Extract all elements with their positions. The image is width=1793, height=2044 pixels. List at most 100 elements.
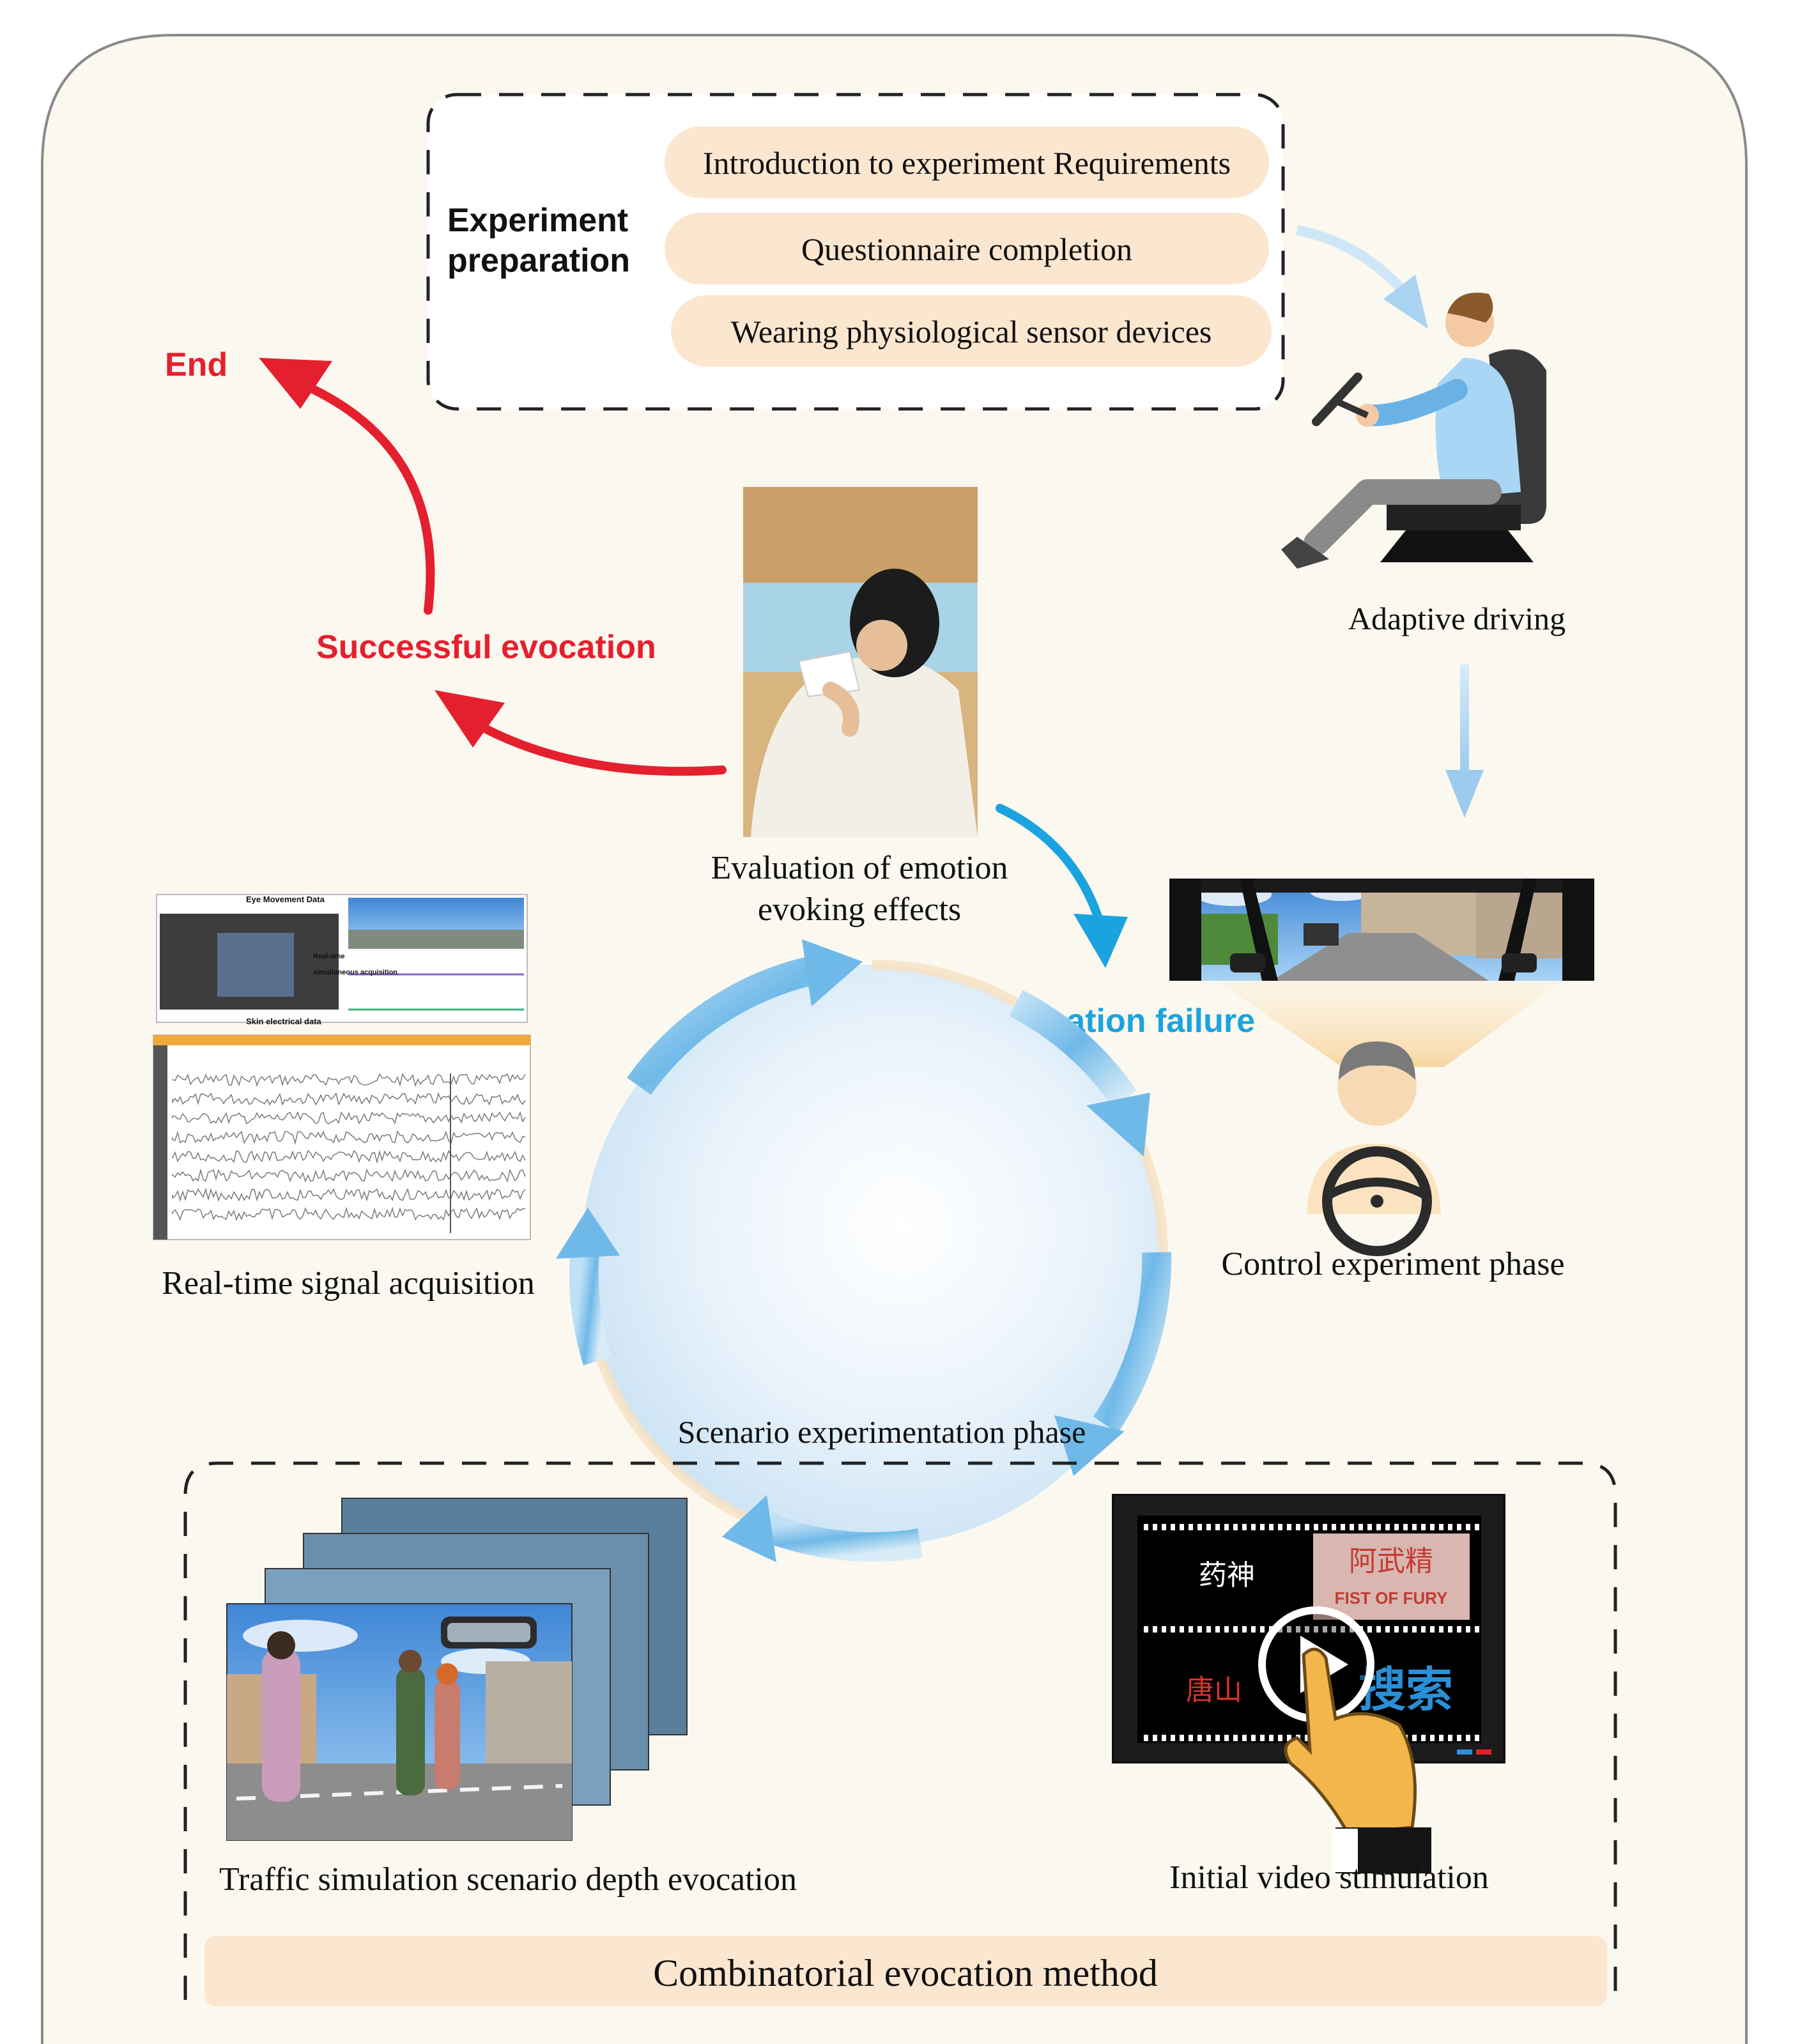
film-hole [1224, 1626, 1229, 1633]
eye-movement-tag: Eye Movement Data [246, 895, 325, 904]
film-hole [1350, 1524, 1354, 1530]
cycle-segment-right [1093, 1252, 1172, 1434]
film-hole [1162, 1735, 1166, 1741]
film-hole [1367, 1626, 1372, 1633]
eeg-trace [172, 1168, 526, 1183]
film-hole [1475, 1524, 1479, 1530]
film-hole [1412, 1524, 1417, 1530]
arrow-to-end [296, 379, 435, 615]
film-hole [1224, 1524, 1229, 1530]
film-hole [1233, 1735, 1238, 1741]
film-hole [1278, 1524, 1282, 1530]
film-hole [1350, 1626, 1354, 1633]
film-hole [1171, 1524, 1175, 1530]
film-hole [1171, 1735, 1175, 1741]
traffic-label: Traffic simulation scenario depth evocat… [219, 1861, 797, 1898]
film-hole [1439, 1735, 1443, 1741]
film-hole [1314, 1524, 1318, 1530]
film-hole [1296, 1626, 1300, 1633]
cycle-segment-left [569, 1251, 612, 1365]
method-box [183, 1461, 1617, 2000]
film-hole [1242, 1524, 1247, 1530]
film-hole [1233, 1524, 1238, 1530]
film-hole [1269, 1524, 1274, 1530]
step-2: Questionnaire completion [801, 231, 1132, 267]
film-hole [1305, 1524, 1309, 1530]
film-hole [1224, 1735, 1229, 1741]
arrow-to-success-head [435, 690, 505, 748]
video-label: Initial video stimulation [1169, 1859, 1489, 1896]
arrow-driving-to-control [1460, 665, 1469, 773]
film-hole [1197, 1524, 1202, 1530]
film-hole [1358, 1524, 1363, 1530]
film-hole [1367, 1524, 1372, 1530]
video-title-1: 阿武精 [1349, 1546, 1433, 1577]
film-hole [1144, 1524, 1148, 1530]
driver-seated-icon [1281, 293, 1546, 569]
film-hole [1385, 1524, 1390, 1530]
method-pill [204, 1936, 1607, 2006]
film-hole [1206, 1735, 1211, 1741]
film-hole [1305, 1626, 1309, 1633]
film-hole [1144, 1626, 1148, 1633]
film-hole [1287, 1524, 1291, 1530]
film-hole [1215, 1626, 1220, 1633]
film-hole [1162, 1626, 1166, 1633]
film-hole [1323, 1626, 1327, 1633]
eeg-trace [172, 1149, 526, 1164]
evaluation-label-line2: evoking effects [758, 891, 961, 928]
film-hole [1430, 1735, 1435, 1741]
arrow-failure-head [1073, 914, 1128, 968]
film-hole [1215, 1524, 1220, 1530]
film-hole [1251, 1626, 1256, 1633]
film-hole [1260, 1524, 1265, 1530]
video-title-2: 唐山 [1186, 1675, 1242, 1706]
cycle-head-left [556, 1208, 620, 1259]
pointing-hand-icon [1284, 1647, 1431, 1873]
simultaneous-tag: simultaneous acquisition [313, 969, 397, 976]
film-hole [1439, 1524, 1443, 1530]
film-hole [1448, 1524, 1452, 1530]
cycle-head-top [802, 939, 863, 1006]
film-hole [1323, 1524, 1327, 1530]
eeg-trace [172, 1073, 526, 1087]
film-hole [1475, 1735, 1479, 1741]
cycle-head-right-top [1086, 1093, 1150, 1156]
film-hole [1153, 1626, 1157, 1633]
film-hole [1260, 1735, 1265, 1741]
successful-evocation-label: Successful evocation [316, 629, 656, 666]
eeg-trace [172, 1206, 526, 1221]
film-hole [1171, 1626, 1175, 1633]
film-hole [1376, 1626, 1381, 1633]
adaptive-driving-label: Adaptive driving [1348, 601, 1566, 636]
preparation-title-line1: Experiment [447, 202, 628, 239]
film-hole [1448, 1735, 1452, 1741]
film-hole [1153, 1735, 1157, 1741]
film-hole [1242, 1626, 1247, 1633]
film-hole [1466, 1524, 1470, 1530]
film-hole [1278, 1735, 1282, 1741]
control-phase-label: Control experiment phase [1221, 1246, 1564, 1282]
film-hole [1162, 1524, 1166, 1530]
cycle-segment-right-top [1009, 990, 1137, 1108]
skin-tag: Skin electrical data [246, 1017, 322, 1026]
preparation-box: Experiment preparation Introduction to e… [426, 93, 1285, 411]
film-hole [1421, 1735, 1426, 1741]
video-title-1-sub: FIST OF FURY [1335, 1588, 1448, 1608]
eeg-trace [172, 1111, 526, 1125]
film-hole [1215, 1735, 1220, 1741]
film-hole [1341, 1626, 1345, 1633]
arrow-to-success [468, 718, 727, 776]
film-hole [1403, 1626, 1408, 1633]
film-hole [1332, 1626, 1336, 1633]
film-hole [1412, 1626, 1417, 1633]
film-hole [1305, 1735, 1309, 1741]
film-hole [1197, 1626, 1202, 1633]
driver-steering-icon [1307, 1041, 1441, 1256]
arrow-failure [996, 804, 1104, 925]
film-hole [1251, 1735, 1256, 1741]
film-hole [1260, 1626, 1265, 1633]
film-hole [1287, 1626, 1291, 1633]
arrow-prep-to-driving-head [1383, 275, 1428, 329]
film-hole [1385, 1626, 1390, 1633]
